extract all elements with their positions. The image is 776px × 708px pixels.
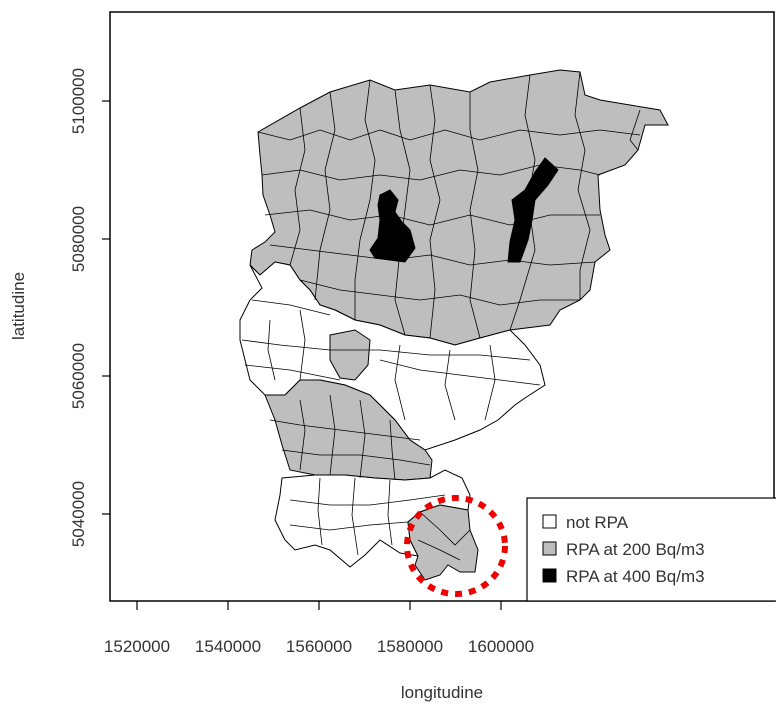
legend-box	[526, 497, 776, 602]
y-axis: 5040000 5060000 5080000 5100000	[69, 68, 110, 547]
map-regions	[239, 69, 669, 597]
legend-label: RPA at 200 Bq/m3	[566, 540, 705, 559]
region-not-rpa-middle	[239, 261, 546, 451]
legend-swatch	[542, 541, 557, 556]
plot-frame	[109, 11, 775, 602]
y-tick-label: 5040000	[69, 481, 88, 547]
x-axis: 1520000 1540000 1560000 1580000 1600000	[104, 601, 534, 656]
region-rpa-400-west	[369, 189, 416, 263]
legend-label: not RPA	[566, 513, 629, 532]
x-axis-label: longitudine	[401, 683, 483, 702]
region-rpa-200-central	[329, 329, 371, 381]
y-tick-label: 5100000	[69, 68, 88, 134]
legend-swatch	[542, 568, 557, 583]
x-tick-label: 1560000	[286, 637, 352, 656]
legend-label: RPA at 400 Bq/m3	[566, 567, 705, 586]
y-tick-label: 5060000	[69, 343, 88, 409]
legend-swatch	[542, 514, 557, 529]
x-tick-label: 1600000	[468, 637, 534, 656]
x-tick-label: 1580000	[377, 637, 443, 656]
x-tick-label: 1520000	[104, 637, 170, 656]
region-rpa-200-middle	[264, 379, 433, 481]
x-tick-label: 1540000	[195, 637, 261, 656]
highlight-circle	[404, 495, 508, 597]
y-axis-label: latitudine	[9, 272, 28, 340]
region-rpa-400-east	[507, 157, 559, 263]
municipal-boundaries	[241, 71, 641, 561]
y-tick-label: 5080000	[69, 206, 88, 272]
